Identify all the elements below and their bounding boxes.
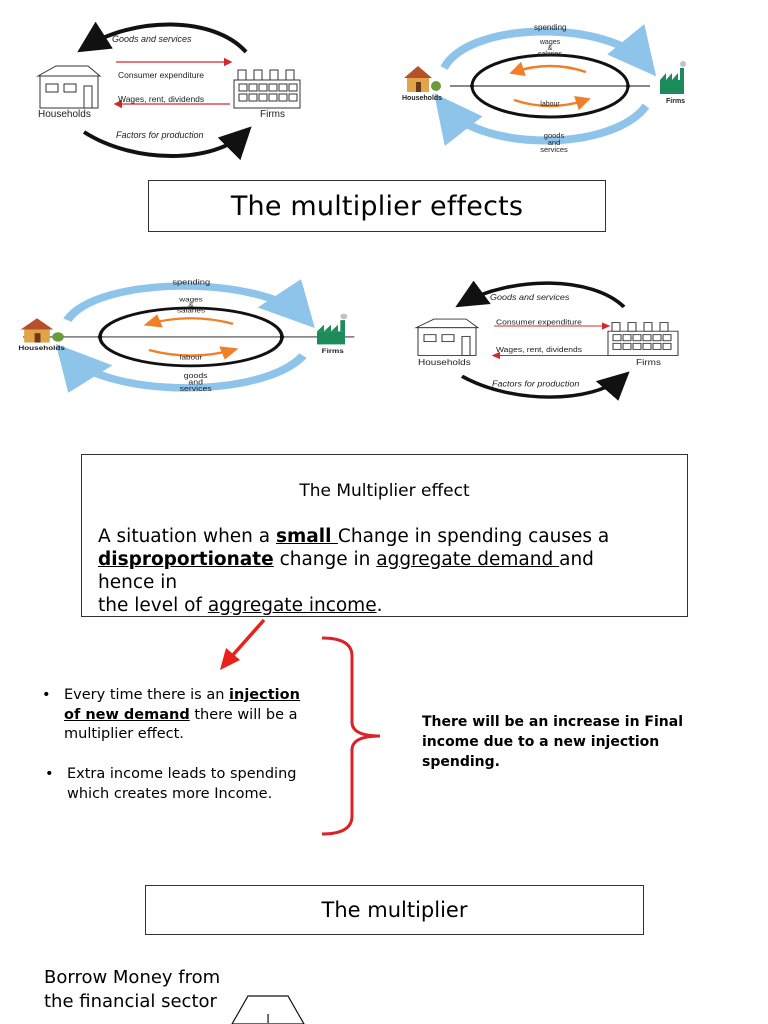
services-label: services (540, 145, 568, 154)
wages-rent-label: Wages, rent, dividends (496, 346, 582, 354)
definition-heading: The Multiplier effect (299, 481, 470, 501)
factors-production-label: Factors for production (492, 379, 580, 388)
factory-icon (233, 69, 301, 109)
labour-label: labour (540, 101, 560, 108)
spending-label: spending (172, 278, 210, 287)
firms-label: Firms (260, 109, 285, 120)
def-text-1: A situation when a (98, 526, 277, 547)
title-box-multiplier-effects: The multiplier effects (148, 180, 606, 232)
bullet-dot-icon: • (45, 766, 54, 782)
section-title: The multiplier (321, 898, 468, 922)
goods-services-label: Goods and services (112, 34, 192, 44)
wages-rent-label: Wages, rent, dividends (118, 94, 204, 104)
factory-icon (317, 313, 348, 345)
borrow-line-1: Borrow Money from (44, 967, 221, 988)
households-label: Households (18, 344, 65, 352)
trapezoid-shape: I (231, 995, 305, 1024)
bullet-1-injection: injection (229, 687, 300, 703)
circular-flow-diagram-a-copy: Goods and services Consumer expenditure … (414, 280, 679, 401)
def-aggregate-income: aggregate income (207, 595, 377, 616)
salaries-label: salaries (177, 306, 205, 314)
bullet-1-text-c: multiplier effect. (64, 726, 184, 742)
house-icon (36, 65, 102, 109)
def-small: small (276, 526, 338, 547)
bullet-1-text-b: there will be a (189, 706, 298, 723)
ampersand-label: & (188, 301, 194, 309)
labour-label: labour (180, 353, 203, 361)
households-label: Households (418, 358, 471, 367)
def-aggregate-demand: aggregate demand (376, 549, 560, 570)
salaries-label: salaries (538, 51, 563, 58)
goods-label: goods (544, 131, 565, 140)
firms-label: Firms (636, 358, 661, 367)
increase-note: There will be an increase in Final incom… (422, 712, 722, 772)
bullet-2-text-a: Extra income leads to spending (67, 766, 297, 782)
red-brace-icon (321, 636, 381, 836)
definition-text: A situation when a small Change in spend… (98, 525, 647, 617)
bullet-1-new-demand: of new demand (64, 706, 190, 723)
firms-label: Firms (666, 98, 685, 105)
bullet-1-text-a: Every time there is an (64, 687, 230, 703)
factors-production-label: Factors for production (116, 130, 204, 140)
red-arrow-icon (220, 618, 266, 670)
services-label: services (180, 385, 212, 393)
wages-label: wages (539, 39, 561, 46)
def-text-2: Change in spending causes a (337, 526, 610, 547)
def-text-3: change in (273, 549, 377, 570)
definition-box: The Multiplier effect A situation when a… (81, 454, 688, 617)
circular-flow-diagram-b-copy: spending wages & salaries labour goods a… (18, 278, 355, 393)
house-icon (20, 318, 64, 343)
def-text-5: the level of (98, 595, 208, 616)
def-text-6: . (376, 595, 383, 616)
house-icon (404, 66, 441, 92)
households-label: Households (402, 95, 442, 102)
consumer-expenditure-label: Consumer expenditure (118, 70, 204, 80)
shape-letter: I (266, 1011, 270, 1024)
factory-icon (607, 322, 679, 356)
house-icon (414, 318, 480, 356)
bullet-injection: • Every time there is an injection of ne… (42, 686, 334, 745)
bullet-extra-income: • Extra income leads to spending which c… (45, 765, 337, 804)
title-box-multiplier: The multiplier (145, 885, 644, 935)
wages-label: wages (178, 295, 203, 303)
page-title: The multiplier effects (230, 190, 524, 222)
consumer-expenditure-label: Consumer expenditure (496, 318, 582, 326)
bullet-2-text-b: which creates more Income. (67, 785, 273, 802)
borrow-text: Borrow Money from the financial sector (44, 966, 244, 1014)
goods-services-label: Goods and services (490, 293, 570, 302)
and-label: and (548, 138, 561, 147)
goods-label: goods (184, 372, 208, 380)
firms-label: Firms (322, 347, 344, 355)
factory-icon (660, 61, 686, 94)
def-disproportionate: disproportionate (98, 549, 274, 570)
note-line-3: spending. (422, 754, 500, 770)
circular-flow-diagram-b: spending wages & salaries labour goods a… (402, 23, 686, 154)
households-label: Households (38, 109, 91, 120)
borrow-line-2: the financial sector (44, 991, 217, 1012)
and-label: and (188, 378, 203, 386)
def-text-4: and hence in (98, 549, 594, 593)
bullet-dot-icon: • (42, 687, 51, 703)
ampersand-label: & (548, 45, 553, 52)
note-line-2: income due to a new injection (422, 734, 660, 750)
circular-flow-diagram-a: Goods and services Consumer expenditure … (36, 21, 301, 161)
spending-label: spending (534, 23, 566, 32)
note-line-1: There will be an increase in Final (422, 714, 683, 730)
